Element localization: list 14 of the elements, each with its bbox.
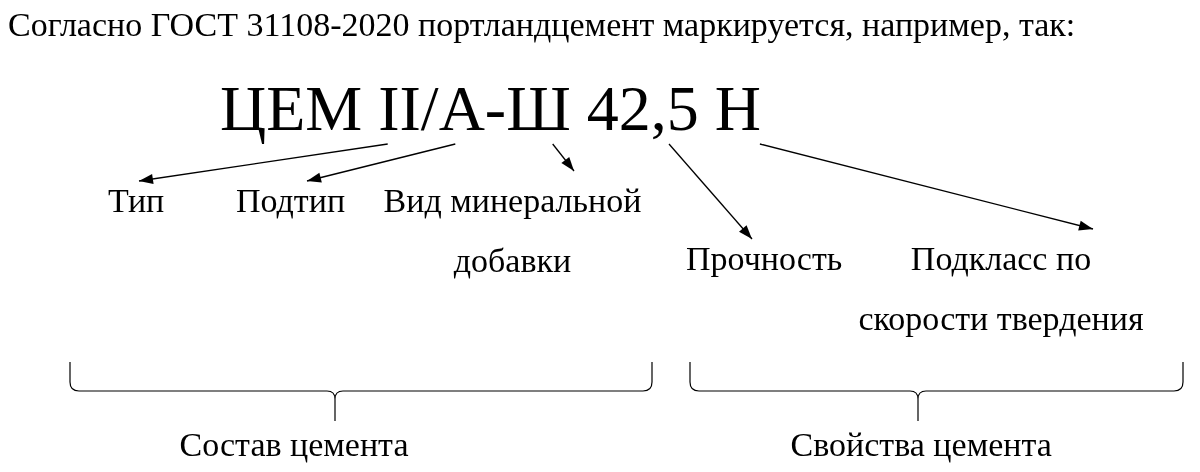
arrow — [668, 143, 753, 240]
annotation-label: Подтип — [236, 181, 346, 221]
annotation-label: Тип — [108, 181, 165, 221]
group-label: Состав цемента — [179, 425, 409, 465]
group-label: Свойства цемента — [790, 425, 1052, 465]
arrow — [138, 143, 389, 184]
marking-code-text: ЦЕМ II/А-Ш 42,5 Н — [220, 74, 761, 144]
annotation-label: Прочность — [686, 239, 843, 279]
annotation-label: Подкласс по скорости твердения — [842, 229, 1160, 349]
arrow — [759, 143, 1094, 231]
annotation-label: Вид минеральной добавки — [375, 171, 650, 291]
arrow — [552, 143, 575, 172]
arrow — [306, 143, 456, 183]
title-text: Согласно ГОСТ 31108-2020 портландцемент маркируется, например, так: — [8, 5, 1076, 45]
